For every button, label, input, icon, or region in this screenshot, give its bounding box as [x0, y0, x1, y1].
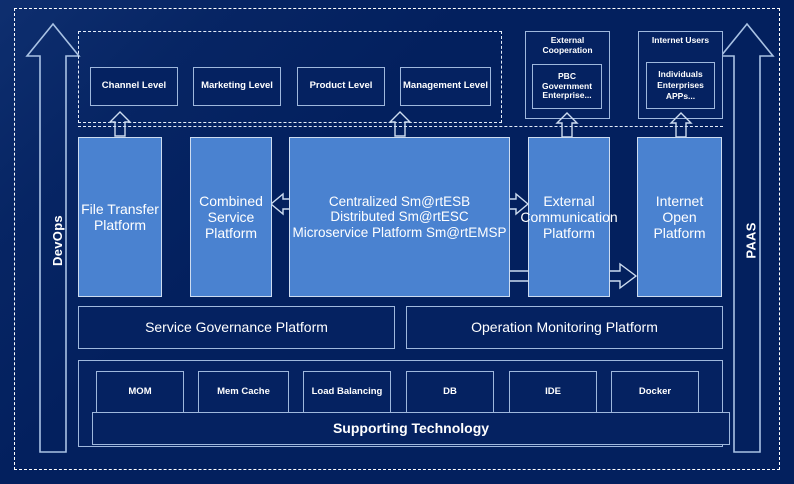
platform-label: Combined Service Platform [199, 192, 263, 242]
outer-dashed-boundary [14, 8, 780, 470]
platform-file-transfer[interactable]: File Transfer Platform [78, 137, 162, 297]
bar-service-governance[interactable]: Service Governance Platform [78, 306, 395, 349]
tech-label: Docker [638, 385, 672, 397]
external-cooperation-inner-label: PBC Government Enterprise... [541, 70, 593, 101]
external-cooperation-title: External Cooperation [542, 35, 593, 55]
platform-label: File Transfer Platform [81, 200, 159, 233]
devops-label: DevOps [49, 214, 65, 266]
paas-label: PAAS [743, 221, 759, 259]
devops-pillar: DevOps [40, 200, 74, 280]
bar-label: Service Governance Platform [145, 319, 328, 336]
tech-box-mem-cache[interactable]: Mem Cache [198, 371, 289, 413]
platform-core-line-2: Distributed Sm@rtESC [330, 209, 469, 225]
external-cooperation-inner[interactable]: PBC Government Enterprise... [532, 64, 602, 109]
platform-label: External Communication Platform [520, 192, 618, 242]
tech-box-mom[interactable]: MOM [96, 371, 184, 413]
supporting-technology-label: Supporting Technology [332, 420, 490, 437]
level-box-channel[interactable]: Channel Level [90, 67, 178, 106]
bar-operation-monitoring[interactable]: Operation Monitoring Platform [406, 306, 723, 349]
tech-label: MOM [128, 385, 152, 397]
tech-box-docker[interactable]: Docker [611, 371, 699, 413]
tech-label: DB [443, 385, 457, 397]
level-label: Management Level [403, 80, 488, 92]
business-levels-region [78, 31, 502, 123]
tech-box-load-balancing[interactable]: Load Balancing [303, 371, 391, 413]
platform-label: Internet Open Platform [653, 192, 706, 242]
level-label: Channel Level [101, 80, 167, 92]
level-box-product[interactable]: Product Level [297, 67, 385, 106]
platform-combined-service[interactable]: Combined Service Platform [190, 137, 272, 297]
platform-external-communication[interactable]: External Communication Platform [520, 137, 618, 297]
tech-box-db[interactable]: DB [406, 371, 494, 413]
platform-internet-open[interactable]: Internet Open Platform [637, 137, 722, 297]
internet-users-title: Internet Users [651, 35, 710, 45]
platform-core-line-3: Microservice Platform Sm@rtEMSP [292, 224, 507, 240]
platform-separator-dashed-line [78, 126, 723, 127]
bar-label: Operation Monitoring Platform [471, 319, 658, 336]
internet-users-inner[interactable]: Individuals Enterprises APPs... [646, 62, 715, 109]
paas-pillar: PAAS [734, 200, 768, 280]
level-box-marketing[interactable]: Marketing Level [193, 67, 281, 106]
platform-core-esb[interactable]: Centralized Sm@rtESB Distributed Sm@rtES… [289, 137, 510, 297]
level-box-management[interactable]: Management Level [400, 67, 491, 106]
level-label: Product Level [309, 80, 373, 92]
tech-box-ide[interactable]: IDE [509, 371, 597, 413]
tech-label: Mem Cache [217, 385, 270, 397]
tech-label: Load Balancing [311, 385, 383, 397]
platform-core-line-1: Centralized Sm@rtESB [328, 193, 471, 209]
internet-users-inner-label: Individuals Enterprises APPs... [657, 68, 704, 102]
level-label: Marketing Level [201, 80, 273, 92]
supporting-technology-bar[interactable]: Supporting Technology [92, 412, 730, 445]
tech-label: IDE [545, 385, 561, 397]
